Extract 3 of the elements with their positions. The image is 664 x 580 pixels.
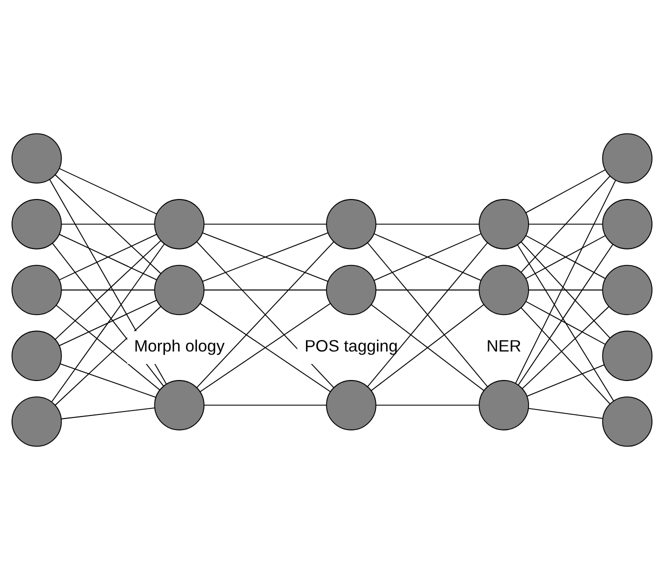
- label: POS tagging: [304, 338, 398, 356]
- label: NER: [486, 338, 522, 356]
- label: Morph ology: [134, 338, 225, 356]
